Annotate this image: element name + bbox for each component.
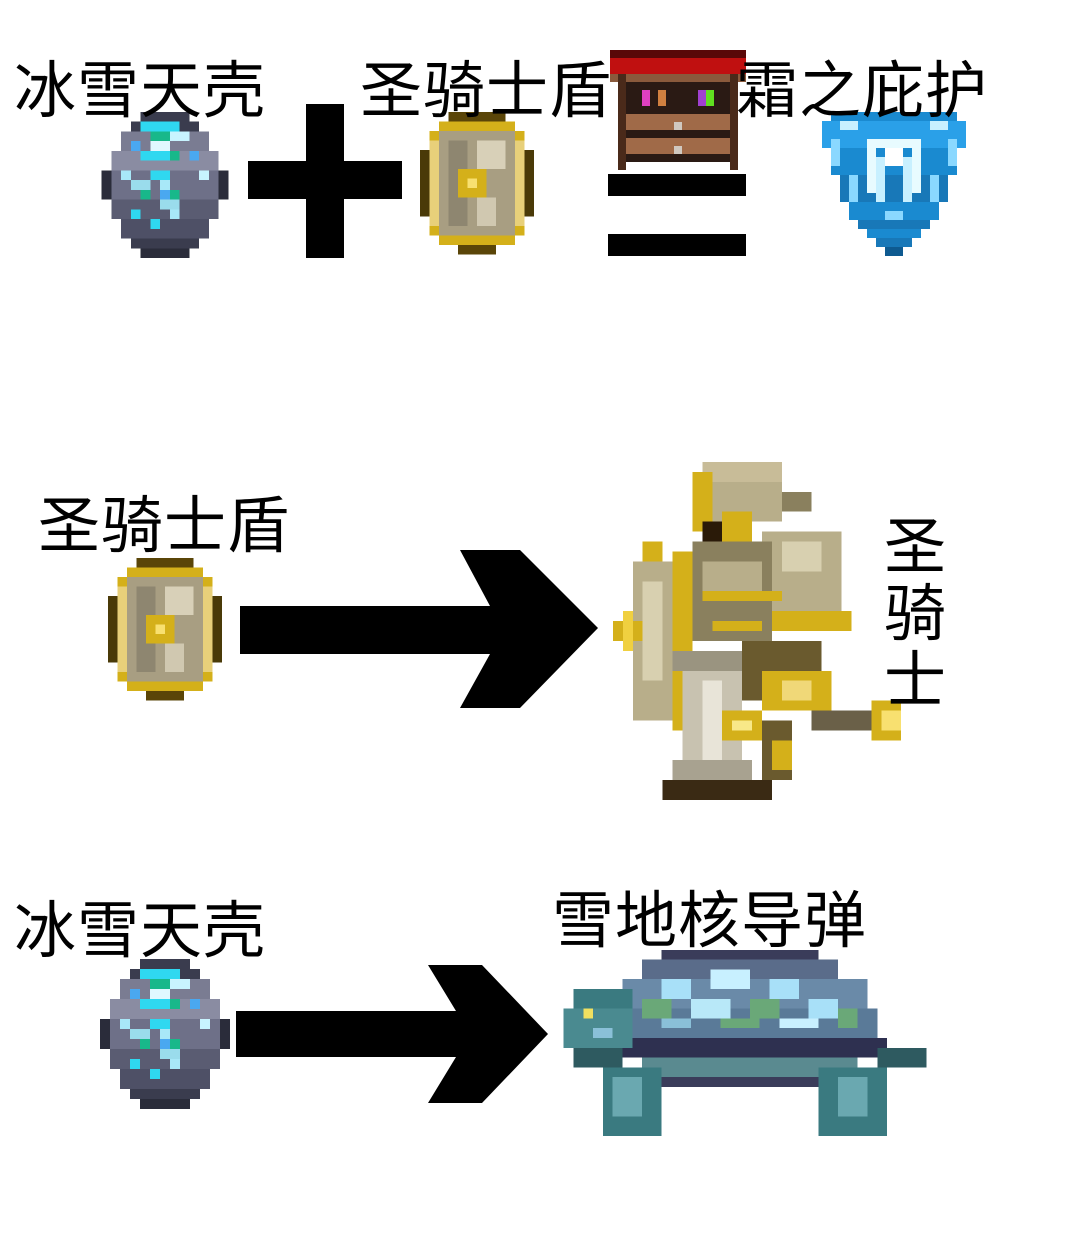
result-label: 霜之庇护 (736, 54, 989, 127)
drop-item-label: 圣骑士盾 (38, 489, 291, 562)
ingredient-2-label: 圣骑士盾 (360, 54, 613, 127)
drop-item-label: 冰雪天壳 (14, 894, 267, 967)
drop-source-char-1: 圣 (883, 510, 946, 583)
drop-source-char-2: 骑 (883, 576, 946, 650)
paladin-shield-icon (108, 552, 222, 706)
plus-operator-icon (248, 104, 402, 258)
paladin-shield-icon (420, 110, 534, 256)
drop-source-label: 圣 骑 士 (880, 510, 950, 717)
frozen-shield-icon (822, 112, 966, 256)
paladin-enemy-icon (612, 462, 912, 800)
right-arrow-icon (236, 965, 550, 1103)
drop-source-label: 雪地核导弹 (552, 884, 868, 957)
frozen-shell-icon (100, 958, 230, 1110)
ingredient-1-label: 冰雪天壳 (14, 54, 267, 127)
equals-operator-icon (608, 174, 746, 258)
right-arrow-icon (240, 550, 600, 710)
drop-source-char-3: 士 (883, 643, 946, 717)
tinkerers-workshop-icon (610, 48, 746, 172)
ice-tortoise-icon (560, 940, 930, 1136)
frozen-shell-icon (100, 112, 230, 258)
